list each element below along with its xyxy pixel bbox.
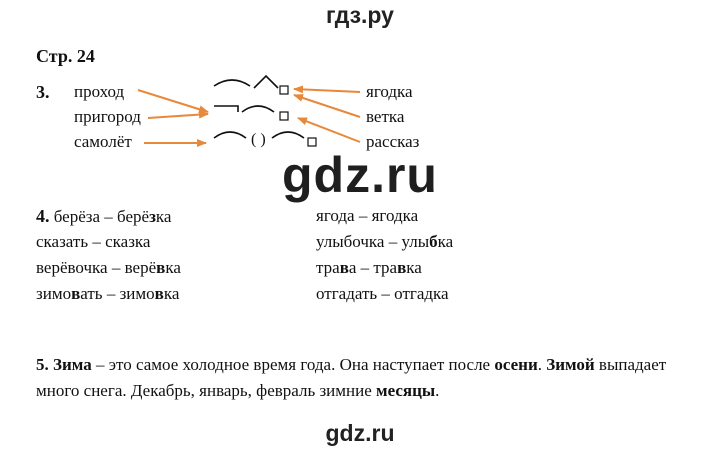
pair-right-1: ягода – ягодка bbox=[316, 206, 419, 225]
pair-left-4: зимовать – зимовка bbox=[36, 284, 180, 303]
suffix-caret-1 bbox=[253, 74, 279, 89]
watermark: gdz.ru bbox=[282, 147, 438, 203]
pair-left-2: сказать – сказка bbox=[36, 232, 151, 251]
pair-left-1: 4. берёза – берёзка bbox=[36, 206, 172, 226]
pair-right-4: отгадать – отгадка bbox=[316, 284, 449, 303]
arrow-prigorod bbox=[147, 110, 209, 119]
exercise-3-number: 3. bbox=[36, 82, 50, 102]
arrow-vetka bbox=[293, 94, 361, 118]
arrow-rasskaz bbox=[297, 117, 361, 143]
prefix-bracket-2 bbox=[214, 105, 239, 112]
exercise-4-number: 4. bbox=[36, 206, 50, 226]
word-prigorod: пригород bbox=[74, 107, 141, 126]
pair-right-2: улыбочка – улыбка bbox=[316, 232, 454, 251]
word-vetka: ветка bbox=[366, 107, 405, 126]
exercise-5-paragraph: 5. Зима – это самое холодное время года.… bbox=[36, 355, 667, 400]
root-arc-1 bbox=[213, 79, 251, 87]
site-title-bottom: gdz.ru bbox=[325, 420, 395, 446]
site-title-top: гдз.ру bbox=[326, 2, 394, 28]
root-arc-3a bbox=[213, 131, 247, 139]
ending-box-2 bbox=[279, 111, 289, 121]
arrow-prokhod bbox=[137, 89, 209, 114]
pair-right-3: трава – травка bbox=[316, 258, 422, 277]
exercise-5-number: 5. bbox=[36, 355, 49, 374]
root-arc-2 bbox=[241, 105, 275, 113]
ending-box-1 bbox=[279, 85, 289, 95]
pair-left-3: верёвочка – верёвка bbox=[36, 258, 181, 277]
word-yagodka: ягодка bbox=[366, 82, 413, 101]
word-prokhod: проход bbox=[74, 82, 125, 101]
page-label: Стр. 24 bbox=[36, 46, 95, 66]
root-arc-3b bbox=[271, 131, 305, 139]
scheme-connector-paren: ( ) bbox=[251, 131, 266, 148]
ending-box-3 bbox=[307, 137, 317, 147]
scheme-row-1 bbox=[213, 74, 289, 95]
arrow-yagodka bbox=[293, 85, 361, 94]
word-rasskaz: рассказ bbox=[366, 132, 420, 151]
word-samolet: самолёт bbox=[74, 132, 132, 151]
scheme-row-3 bbox=[213, 131, 317, 147]
scheme-row-2 bbox=[214, 105, 289, 121]
